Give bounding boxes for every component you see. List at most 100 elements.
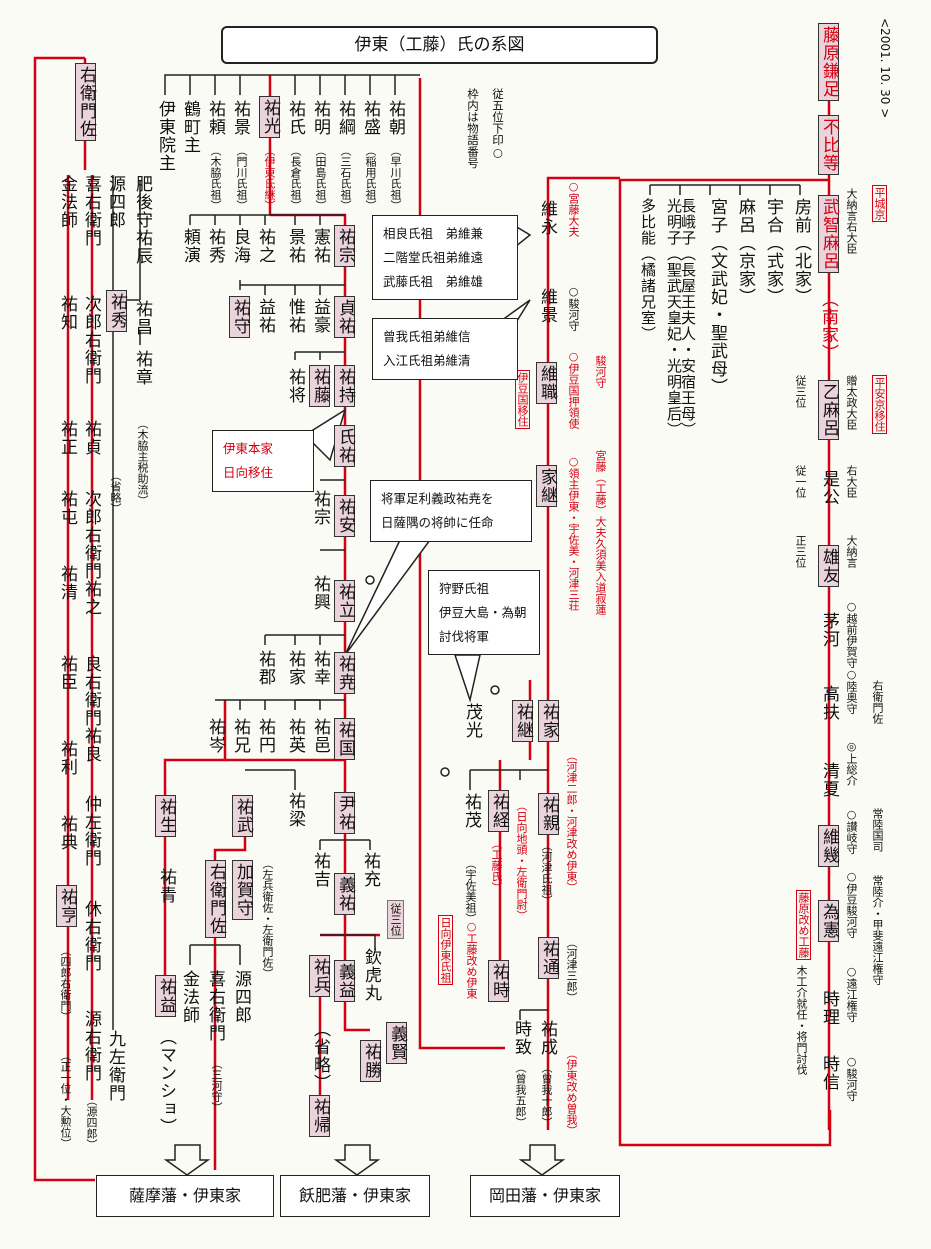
note-kudoito: ○工藤改め伊東: [465, 920, 478, 999]
person-sukemori2: 祐守: [229, 296, 250, 338]
note-kiwaki: （木脇氏祖）: [209, 145, 222, 211]
person-jirouemon: 次郎右衛門: [81, 295, 101, 385]
note-box-shogun: 将軍足利義政祐尭を 日薩隅の将帥に任命: [370, 480, 532, 542]
person-itoin: 伊東院主: [155, 100, 175, 172]
note-izu: ○伊豆駿河守: [845, 870, 858, 938]
person-sadasuke: 貞祐: [334, 296, 355, 338]
person-suketoki: 祐時: [488, 960, 509, 1002]
person-yoshisuke: 義祐: [334, 873, 355, 915]
person-sukekiyo: 祐清: [57, 565, 77, 601]
dest-obi: 飫肥藩・伊東家: [280, 1175, 430, 1217]
note-soga: （伊東改め曽我）: [565, 1048, 578, 1136]
person-suketoshi: 祐利: [57, 740, 77, 776]
person-sukemune: 祐宗: [334, 225, 355, 267]
person-suketei: 祐貞: [81, 420, 101, 456]
note-ryaku: （省略）: [310, 1020, 330, 1092]
person-raien: 頼演: [180, 228, 200, 264]
note-hyuga: （日向地頭・左衛門尉）: [515, 800, 528, 921]
person-sukekaeru: 祐帰: [309, 1095, 330, 1137]
note-sahyoe: （左兵衛佐・左衛門佐）: [261, 858, 274, 979]
person-sukehide3: 祐秀: [106, 290, 127, 332]
note-suruganokami: ○駿河守: [567, 285, 580, 331]
person-sukeaki2: 祐章: [132, 350, 152, 386]
person-fuhito: 不比等: [818, 115, 839, 175]
person-sukesei: 祐岑: [205, 718, 225, 754]
note-tajima: （田島氏祖）: [314, 145, 327, 211]
person-sukeyuki: 祐之: [255, 228, 275, 264]
person-sukemichi: 祐通: [538, 937, 559, 979]
person-sukeen: 祐円: [255, 718, 275, 754]
person-sukenari2: 祐生: [155, 795, 176, 837]
person-suketatsu: 祐立: [334, 580, 355, 622]
note-itoshi: （伊東氏継）: [263, 145, 276, 211]
label-hyuga-ito: 日向伊東氏祖: [438, 915, 453, 985]
person-shigemitsu: 茂光: [462, 703, 482, 739]
note-shosanmi2: 従三位: [387, 900, 404, 939]
note-usami: （宇佐美祖）: [464, 858, 477, 924]
person-sukeshige: 祐茂: [461, 793, 481, 829]
note-line: 将軍足利義政祐尭を: [381, 491, 494, 506]
note-ichii2: （正一位・大勲位）: [59, 1050, 72, 1149]
note-shosanmi: 正三位: [794, 535, 807, 568]
person-sukebu: 祐武: [232, 795, 253, 837]
person-suketon: 祐屯: [57, 490, 77, 526]
note-line: 二階堂氏祖弟維遠: [383, 249, 484, 265]
date-label: <2001. 10. 30 >: [878, 18, 892, 119]
note-line: 入江氏祖弟維清: [383, 352, 471, 368]
note-echizen: ○越前伊賀守○陸奥守: [845, 600, 858, 714]
person-nanke: （南家）: [818, 290, 838, 362]
note-sanmi1: 従三位: [794, 375, 807, 408]
person-suketsugu: 祐継: [512, 700, 533, 742]
person-suketomo2: 祐知: [57, 295, 77, 331]
note-line: 伊東本家: [223, 441, 274, 456]
note-omikami: 大納言右大臣: [845, 188, 858, 254]
note-soutai: 贈太政大臣: [845, 375, 858, 430]
note-kawazushi: （河津氏祖）: [540, 840, 553, 906]
note-dainagon: 大納言: [845, 535, 858, 568]
note-line: 武藤氏祖 弟維雄: [383, 273, 484, 289]
person-sukeyoshi: 憲祐: [310, 228, 330, 264]
note-udaijin: 右大臣: [845, 465, 858, 498]
note-suruga: ○駿河守: [845, 1055, 858, 1101]
note-hitachi: 常陸国司: [871, 808, 884, 852]
note-sobu: （曾我十郎）: [540, 1062, 553, 1128]
person-sukeomi: 祐臣: [57, 655, 77, 691]
note-ryaku2: （省略）: [109, 470, 122, 514]
note-mikawa: （三河守）: [210, 1058, 223, 1113]
person-uemonsuke: 右衛門佐: [75, 63, 96, 141]
person-maro: 麻呂（京家）: [735, 198, 755, 306]
note-hayakawa: （早川氏祖）: [389, 145, 402, 211]
note-box-kano: 狩野氏祖 伊豆大島・為朝 討伐将軍: [428, 570, 540, 656]
person-sukechika: 祐親: [538, 793, 559, 835]
person-suketsune: 祐経: [488, 790, 509, 832]
person-nakazaemon: 仲左衛門: [81, 795, 101, 867]
legend-1: 従五位下印○: [490, 88, 505, 160]
person-genuemon: 源右衛門: [81, 1010, 101, 1082]
person-sukehei: 祐兵: [309, 955, 330, 997]
person-suketei2: 祐亨: [56, 885, 77, 927]
person-otomaro: 乙麻呂: [818, 380, 839, 440]
note-line: 曾我氏祖弟維信: [383, 329, 471, 344]
person-korekage: 維景: [537, 288, 557, 324]
person-sukeyoshi2: 祐吉: [310, 852, 330, 888]
person-sukeyuki2: 祐充: [360, 852, 380, 888]
person-konpohshi2: 金法師: [179, 970, 199, 1024]
note-line: 討伐将軍: [439, 628, 490, 644]
person-kagesuke: 景祐: [285, 228, 305, 264]
person-genshiro: 源四郎: [105, 175, 125, 229]
person-kyuuemon: 休右衛門: [81, 900, 101, 972]
person-sukemochi: 祐持: [334, 365, 355, 407]
person-sukemasa4: 祐正: [57, 420, 77, 456]
note-uemon: 右衛門佐: [871, 680, 884, 724]
person-tsurumachi: 鶴町主: [180, 100, 200, 154]
person-suketaka: 祐景: [230, 100, 250, 136]
legend-2: 枠内は物語番号: [465, 88, 480, 169]
person-sukeie: 祐家: [285, 650, 305, 686]
label-heian: 平安京移住: [872, 375, 887, 434]
person-sukenari: 祐成: [537, 1020, 557, 1056]
person-sukegyo: 祐尭: [334, 652, 355, 694]
note-kimura: （木脇主税助流）: [136, 418, 149, 506]
person-sukehide2: 祐英: [285, 718, 305, 754]
person-tokimasa: 時理: [819, 990, 839, 1026]
note-line: 狩野氏祖: [439, 581, 490, 596]
